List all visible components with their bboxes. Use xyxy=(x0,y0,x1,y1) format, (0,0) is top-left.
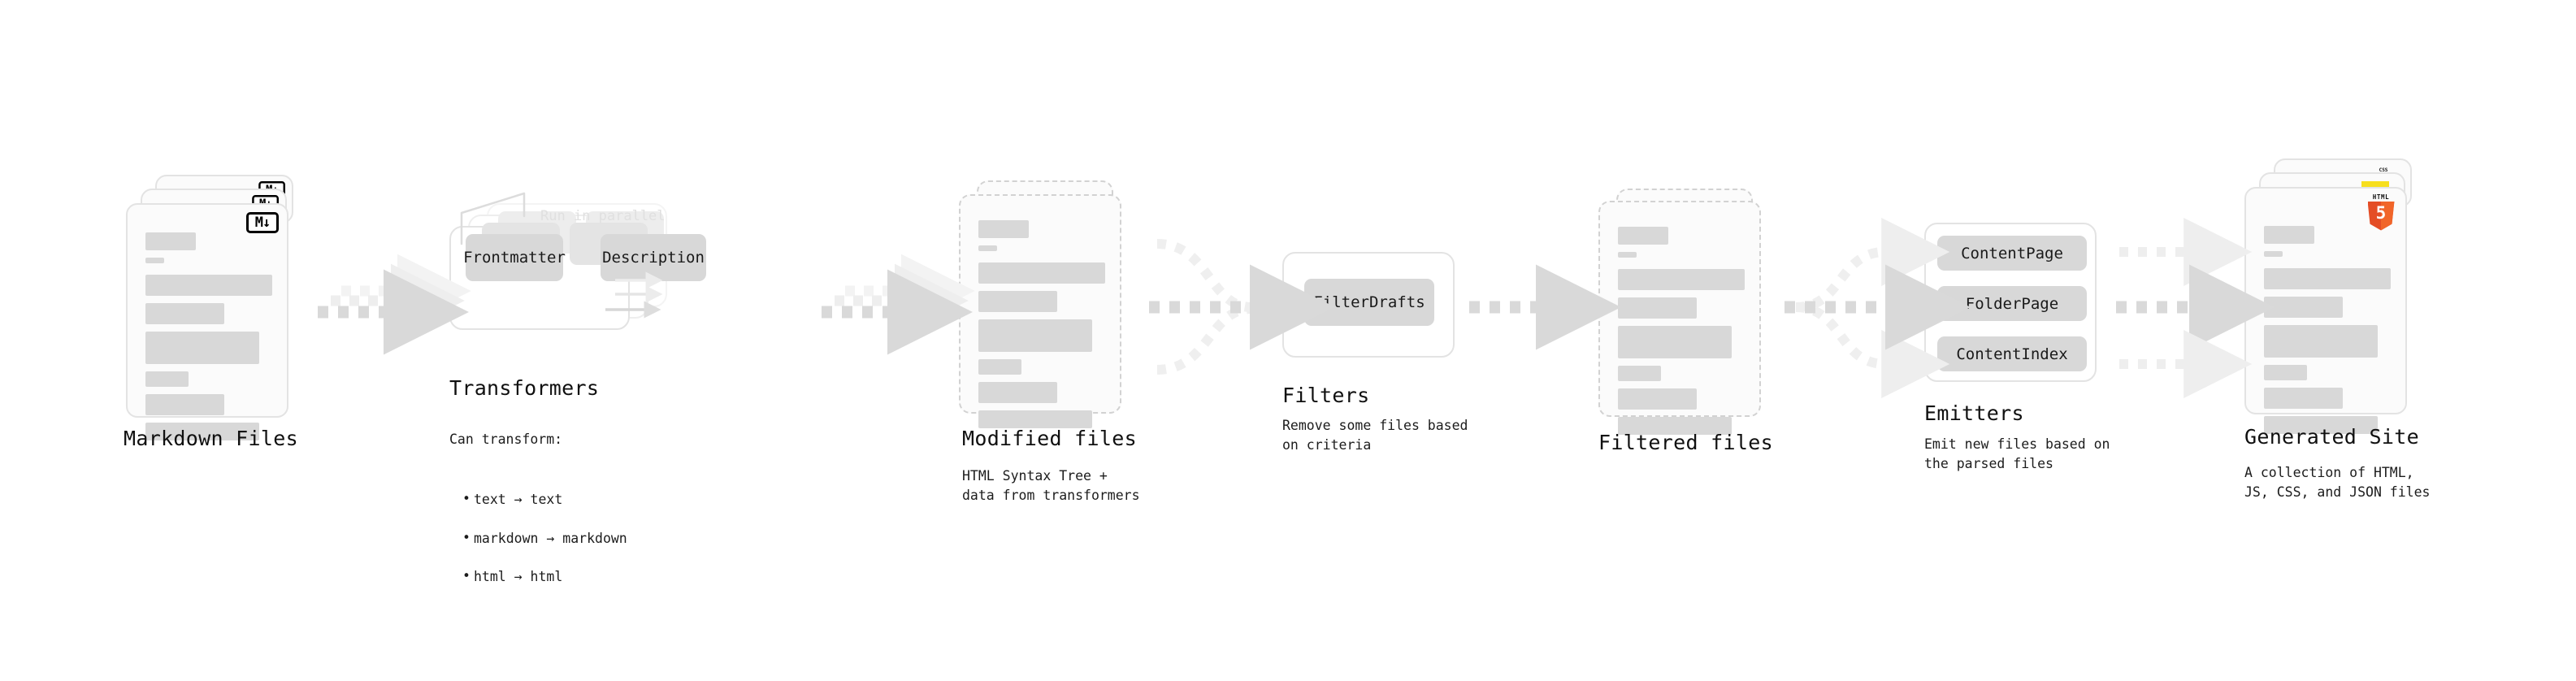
content-bar xyxy=(145,275,272,296)
content-bar xyxy=(978,291,1057,312)
stage-title-markdown-files: Markdown Files xyxy=(124,427,298,450)
stage-title-emitters: Emitters xyxy=(1924,401,2024,425)
content-bar xyxy=(1618,252,1637,258)
markdown-card-front: M↓ xyxy=(126,203,288,440)
emitters-caption: Emit new files based on the parsed files xyxy=(1924,436,2110,471)
content-bar xyxy=(1618,388,1697,410)
content-bar xyxy=(2264,251,2283,257)
transformers-caption-heading: Can transform: xyxy=(449,431,563,447)
content-bar xyxy=(978,359,1022,375)
transformer-pill-description[interactable]: Description xyxy=(601,234,706,281)
connector-transformers-to-modified xyxy=(822,254,975,355)
generated-card-content xyxy=(2264,226,2391,441)
connector-modified-to-filters xyxy=(1149,239,1335,375)
content-bar xyxy=(2264,268,2391,289)
content-bar xyxy=(1618,417,1733,435)
stage-title-filtered-files: Filtered files xyxy=(1598,431,1773,454)
stage-title-generated-site: Generated Site xyxy=(2244,425,2419,449)
content-bar xyxy=(145,394,224,415)
filter-pill-filterdrafts[interactable]: FilterDrafts xyxy=(1304,279,1434,326)
html5-number: 5 xyxy=(2375,203,2387,223)
content-bar xyxy=(145,303,224,324)
content-bar xyxy=(2264,365,2308,380)
content-bar xyxy=(145,332,260,364)
content-bar xyxy=(2264,325,2379,358)
content-bar xyxy=(1618,326,1733,358)
capability-item: text → text xyxy=(462,489,627,510)
content-bar xyxy=(1618,269,1745,290)
modified-file-stack xyxy=(959,180,1134,428)
modified-card-front xyxy=(959,194,1121,428)
stage-title-transformers: Transformers xyxy=(449,376,600,400)
content-bar xyxy=(1618,227,1668,245)
generated-card-front: HTML 5 xyxy=(2244,187,2407,434)
content-bar xyxy=(145,232,196,250)
filters-caption: Remove some files based on criteria xyxy=(1282,418,1468,453)
content-bar xyxy=(978,382,1057,403)
markdown-card-content xyxy=(145,232,272,448)
connector-filtered-to-emitters xyxy=(1785,218,1971,398)
content-bar xyxy=(2264,226,2314,244)
stage-title-filters: Filters xyxy=(1282,384,1370,407)
transformers-caption: Can transform: text → text markdown → ma… xyxy=(449,410,627,626)
content-bar xyxy=(145,258,164,263)
modified-files-caption: HTML Syntax Tree + data from transformer… xyxy=(962,468,1140,503)
content-bar xyxy=(978,220,1029,238)
capability-item: markdown → markdown xyxy=(462,528,627,549)
filtered-card-front xyxy=(1598,201,1761,435)
content-bar xyxy=(145,371,189,387)
emitter-pill-folderpage[interactable]: FolderPage xyxy=(1937,286,2087,321)
stage-generated-site: CSS HTML 5 xyxy=(2244,158,2431,434)
connector-markdown-to-transformers xyxy=(318,254,471,355)
content-bar xyxy=(978,410,1093,428)
filtered-file-stack xyxy=(1598,189,1773,435)
modified-card-content xyxy=(978,220,1105,436)
content-bar xyxy=(2264,388,2343,409)
stage-title-modified-files: Modified files xyxy=(962,427,1137,450)
stage-filtered-files xyxy=(1598,189,1773,435)
content-bar xyxy=(978,245,997,251)
css-label: CSS xyxy=(2379,167,2388,173)
content-bar xyxy=(1618,297,1697,319)
emitters-group-box: ContentPage FolderPage ContentIndex xyxy=(1924,223,2097,382)
emitter-pill-contentindex[interactable]: ContentIndex xyxy=(1937,336,2087,371)
html5-wordmark: HTML xyxy=(2372,193,2390,201)
filters-group-box: FilterDrafts xyxy=(1282,252,1455,358)
generated-site-caption: A collection of HTML, JS, CSS, and JSON … xyxy=(2244,465,2431,500)
transformers-capability-list: text → text markdown → markdown html → h… xyxy=(449,471,627,606)
capability-item: html → html xyxy=(462,566,627,587)
filtered-card-content xyxy=(1618,227,1745,442)
connector-emitters-to-generated-site xyxy=(2116,218,2275,398)
content-bar xyxy=(978,262,1105,284)
run-in-parallel-annotation: Run in parallel xyxy=(540,208,666,224)
markdown-logo-icon: M↓ xyxy=(246,212,279,233)
stage-modified-files xyxy=(959,180,1134,428)
content-bar xyxy=(978,319,1093,352)
content-bar xyxy=(1618,366,1662,381)
content-bar xyxy=(145,423,260,440)
generated-site-stack: CSS HTML 5 xyxy=(2244,158,2431,434)
content-bar xyxy=(2264,416,2379,434)
transformer-pill-frontmatter[interactable]: Frontmatter xyxy=(463,234,566,281)
content-bar xyxy=(2264,297,2343,318)
stage-markdown-files: M↓ M↓ M↓ xyxy=(126,175,301,440)
html5-icon: HTML 5 xyxy=(2365,194,2397,232)
markdown-file-stack: M↓ M↓ M↓ xyxy=(126,175,301,440)
emitter-pill-contentpage[interactable]: ContentPage xyxy=(1937,236,2087,271)
